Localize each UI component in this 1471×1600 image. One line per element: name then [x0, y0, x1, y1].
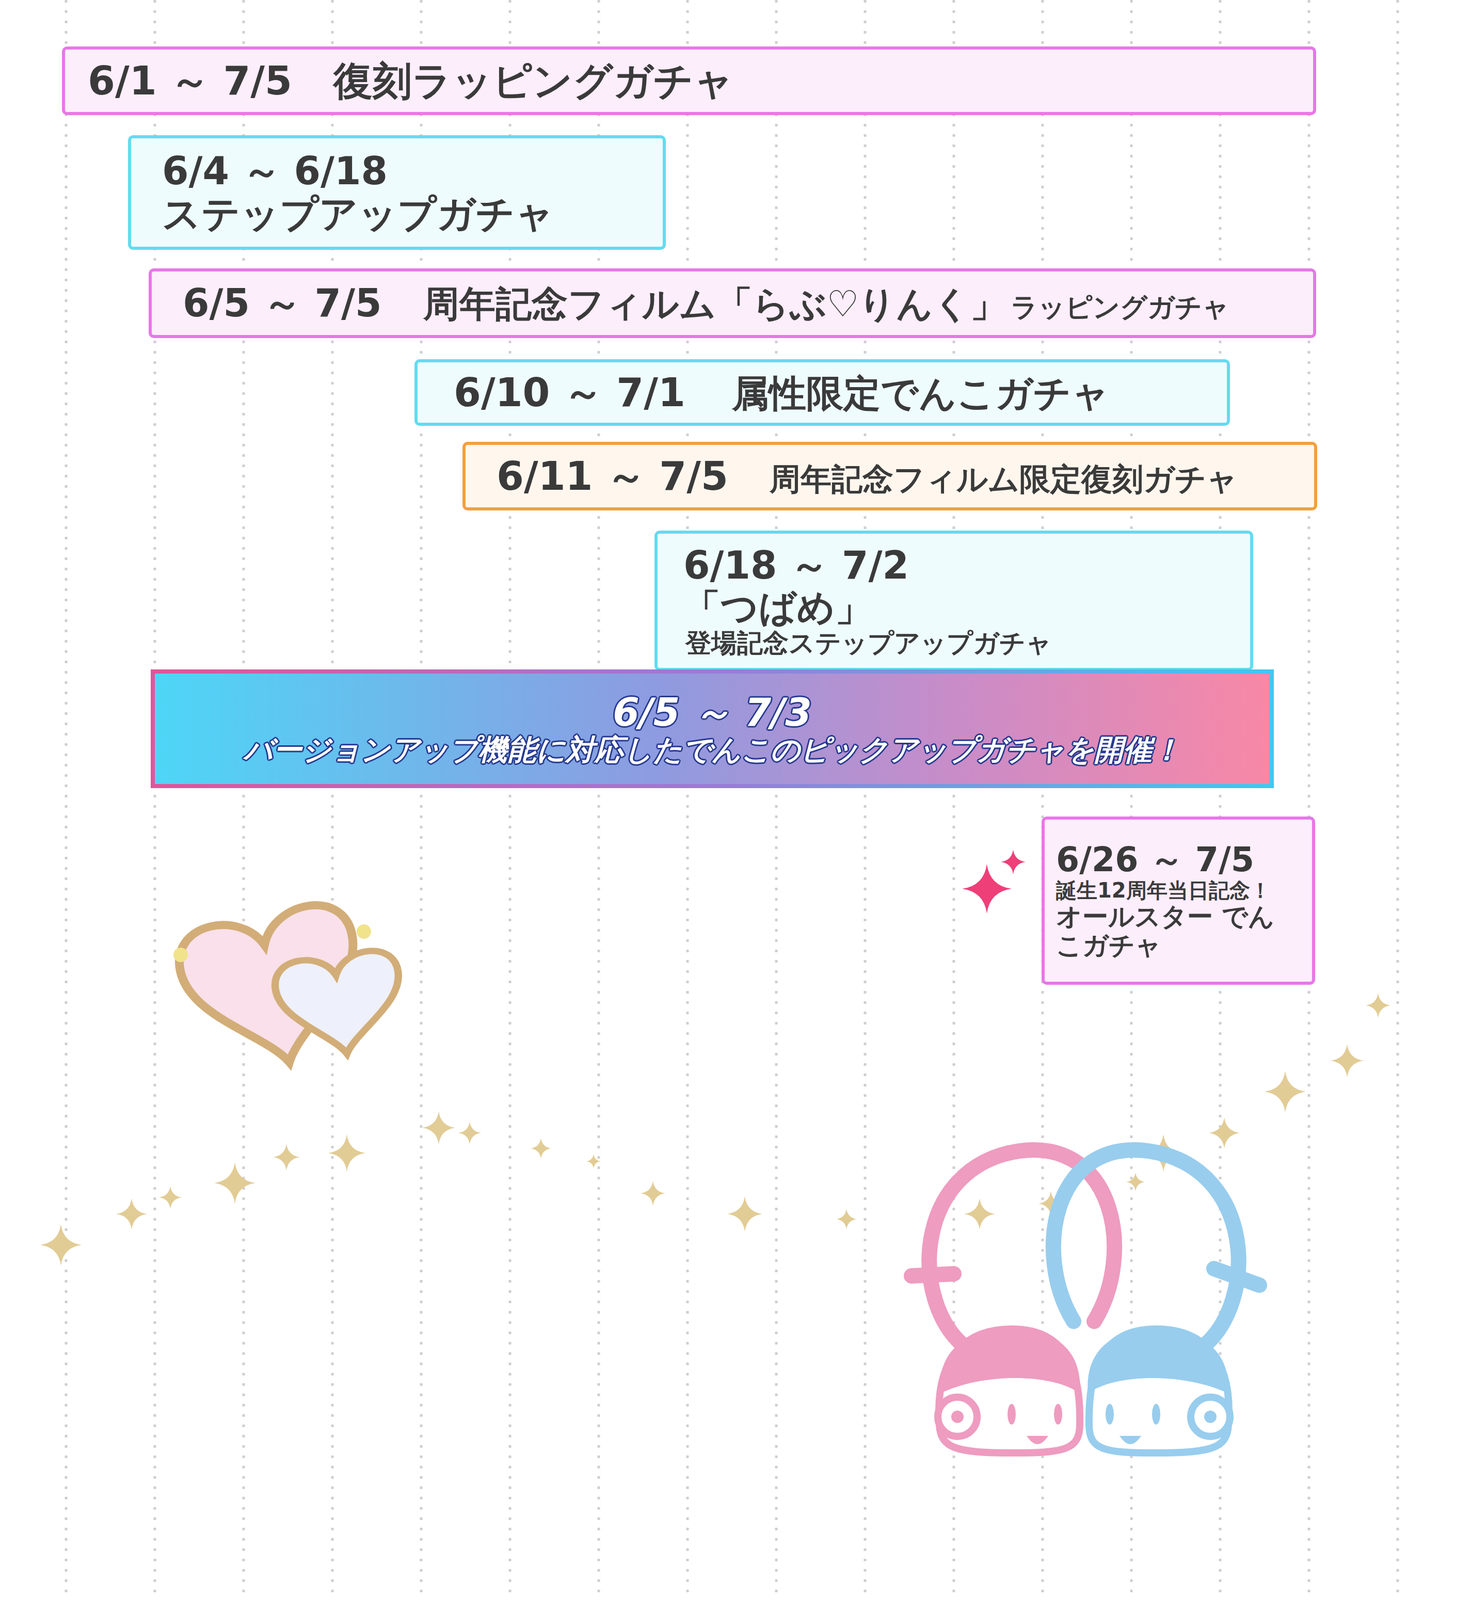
grid-line — [775, 0, 778, 1600]
sparkle — [1330, 1044, 1364, 1078]
gacha-name: 周年記念フィルム「らぶ♡りんく」 — [423, 283, 1007, 325]
gacha-name: 「つばめ」 — [683, 586, 1225, 629]
sparkle — [422, 1111, 456, 1145]
gacha-name: オールスター でんこガチャ — [1056, 902, 1301, 961]
date-range: 6/10 ～ 7/1 — [453, 370, 686, 415]
sparkle — [116, 1198, 148, 1230]
denko-characters — [911, 1149, 1260, 1453]
gacha-period-box: 6/10 ～ 7/1 属性限定でんこガチャ — [414, 359, 1230, 426]
sparkle — [1365, 993, 1391, 1018]
sparkle — [1126, 1172, 1145, 1192]
sparkle — [586, 1154, 601, 1169]
sparkle — [1208, 1117, 1240, 1149]
date-range: 6/4 ～ 6/18 — [162, 149, 632, 193]
grid-line — [1307, 0, 1311, 1600]
grid-line — [864, 0, 867, 1600]
gacha-name: バージョンアップ機能に対応したでんこのピックアップガチャを開催！ — [167, 733, 1258, 767]
grid-line — [65, 0, 68, 1600]
gacha-name: 登場記念ステップアップガチャ — [685, 628, 1225, 658]
date-range: 6/26 ～ 7/5 — [1056, 841, 1301, 879]
gacha-period-box: 6/18 ～ 7/2「つばめ」登場記念ステップアップガチャ — [654, 530, 1254, 671]
sparkle — [214, 1162, 256, 1204]
sparkle — [1264, 1070, 1306, 1113]
date-range: 6/5 ～ 7/5 — [182, 281, 382, 325]
date-range: 6/1 ～ 7/5 — [87, 58, 293, 103]
sparkle — [328, 1134, 366, 1172]
sparkle — [40, 1224, 82, 1266]
sparkle — [458, 1121, 482, 1145]
gacha-period-box: 6/1 ～ 7/5 復刻ラッピングガチャ — [61, 46, 1317, 116]
gacha-name: 復刻ラッピングガチャ — [333, 58, 734, 103]
grid-line — [686, 0, 690, 1600]
gacha-name: 属性限定でんこガチャ — [731, 372, 1110, 415]
gacha-period-box: 6/4 ～ 6/18ステップアップガチャ — [128, 135, 666, 250]
sparkle — [640, 1180, 666, 1206]
sparkle — [964, 1198, 996, 1230]
sparkle — [530, 1138, 552, 1159]
gacha-period-box: 6/5 ～ 7/5 周年記念フィルム「らぶ♡りんく」ラッピングガチャ — [148, 268, 1317, 339]
sparkle — [273, 1143, 300, 1171]
date-range: 6/11 ～ 7/5 — [496, 454, 729, 499]
sparkle — [158, 1186, 182, 1209]
sparkle — [727, 1196, 763, 1232]
pink-sparkle — [962, 849, 1026, 914]
dotted-grid — [66, 0, 1398, 1600]
gacha-name: ラッピングガチャ — [1010, 292, 1230, 323]
gacha-name: 周年記念フィルム限定復刻ガチャ — [769, 461, 1238, 497]
date-range: 6/18 ～ 7/2 — [683, 544, 1225, 587]
gacha-period-box: 6/11 ～ 7/5 周年記念フィルム限定復刻ガチャ — [462, 441, 1318, 511]
gacha-name: 誕生12周年当日記念！ — [1056, 878, 1301, 903]
grid-line — [1396, 0, 1400, 1600]
sparkle — [836, 1208, 857, 1230]
date-range: 6/5 ～ 7/3 — [167, 691, 1258, 734]
gacha-name: ステップアップガチャ — [162, 192, 632, 236]
gacha-period-box: 6/26 ～ 7/5誕生12周年当日記念！オールスター でんこガチャ — [1041, 816, 1316, 985]
pickup-banner: 6/5 ～ 7/3バージョンアップ機能に対応したでんこのピックアップガチャを開催… — [150, 669, 1274, 789]
heart-pair — [172, 898, 409, 1081]
